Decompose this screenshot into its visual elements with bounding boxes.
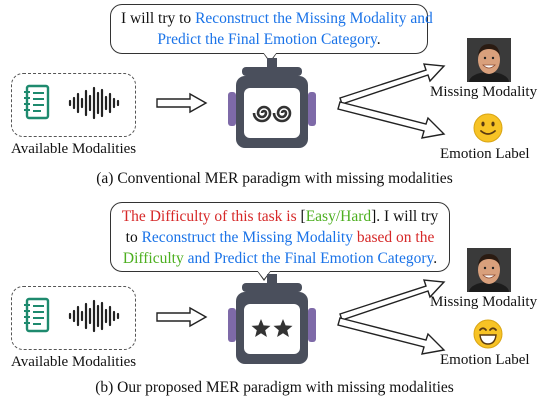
arrow-to-missing-modality [339, 63, 446, 105]
arrow-to-emotion-label [337, 317, 446, 355]
robot-dizzy-eyes-icon [228, 58, 316, 148]
speech-bubble: I will try to Reconstruct the Missing Mo… [110, 4, 433, 63]
bubble-text-segment: Reconstruct the Missing Modality and [195, 10, 433, 27]
caption-a: (a) Conventional MER paradigm with missi… [96, 170, 453, 187]
input-arrow [156, 92, 208, 114]
emotion-label: Emotion Label [440, 146, 530, 162]
smiling-face-emoji [473, 113, 503, 143]
emotion-label: Emotion Label [440, 352, 530, 368]
arrow-to-missing-modality [339, 279, 446, 321]
missing-modality-label: Missing Modality [430, 84, 538, 100]
bubble-text-segment: Difficulty [122, 250, 184, 267]
available-modalities-label: Available Modalities [11, 141, 137, 157]
grinning-face-emoji [473, 319, 503, 349]
face-photo [467, 248, 511, 292]
notebook-icon [24, 84, 50, 120]
bubble-text-segment: Reconstruct the Missing Modality [141, 229, 353, 246]
bubble-text-segment: Easy/Hard [305, 208, 372, 225]
bubble-text-segment: to [125, 229, 142, 246]
bubble-text-segment: . [376, 31, 381, 48]
bubble-text-segment: and Predict the Final Emotion Category [183, 250, 434, 267]
bubble-text-segment: Predict the Final Emotion Category [157, 31, 377, 48]
bubble-text-segment: The Difficulty of this task is [121, 208, 301, 225]
bubble-text-segment: . [433, 250, 438, 267]
bubble-text-segment: ]. I will try [371, 208, 439, 225]
speech-bubble: The Difficulty of this task is [Easy/Har… [110, 202, 450, 281]
bubble-text-segment: I will try to [121, 10, 196, 27]
available-modalities-label: Available Modalities [11, 354, 137, 370]
waveform-icon [68, 299, 120, 333]
missing-modality-label: Missing Modality [430, 294, 538, 310]
robot-star-eyes-icon [228, 274, 316, 364]
bubble-text-segment: based on the [352, 229, 435, 246]
waveform-icon [68, 86, 120, 120]
panel-proposed: The Difficulty of this task is [Easy/Har… [0, 200, 549, 403]
panel-conventional: I will try to Reconstruct the Missing Mo… [0, 0, 549, 200]
input-arrow [156, 306, 208, 328]
notebook-icon [24, 297, 50, 333]
caption-b: (b) Our proposed MER paradigm with missi… [95, 379, 454, 396]
arrow-to-emotion-label [337, 101, 446, 139]
face-photo [467, 38, 511, 82]
bubble-text-segment: [ [300, 208, 306, 225]
